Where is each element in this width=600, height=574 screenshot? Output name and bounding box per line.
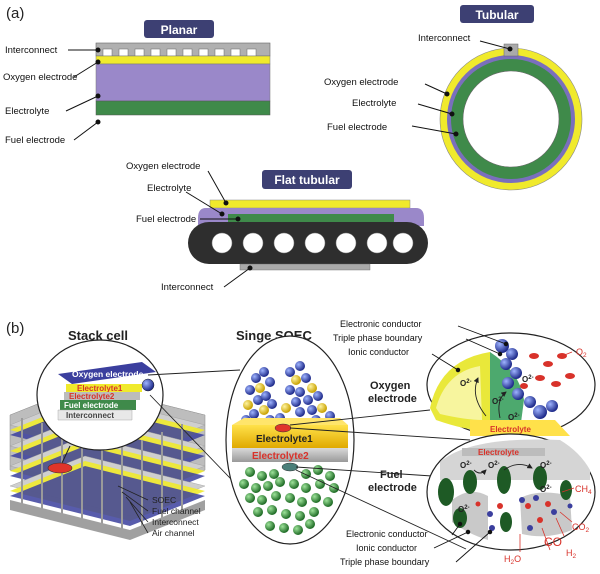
fuel-electronic-label: Electronic conductor: [346, 529, 428, 539]
fuel-molecules: [475, 495, 573, 531]
planar-fuel-layer: [95, 100, 271, 116]
flat-tubular-oxygen-label: Oxygen electrode: [126, 161, 200, 172]
svg-text:O2-: O2-: [508, 413, 520, 422]
fuel-h2-label: H2: [566, 548, 577, 560]
tubular-bore: [462, 70, 560, 168]
zoom-connectors-right: [289, 409, 471, 550]
planar-interconnect-label: Interconnect: [5, 45, 58, 56]
svg-text:O2-: O2-: [460, 461, 472, 470]
tubular-leaders: [411, 40, 513, 137]
oxygen-o2-label: O2: [576, 347, 587, 359]
tubular-title-badge: [460, 5, 534, 23]
oxygen-electrode-detail: Oxygen electrode Electrolyte O2- O2- O2-…: [333, 319, 596, 438]
planar-electrolyte-label: Electrolyte: [5, 106, 49, 117]
panel-a-label: (a): [6, 5, 24, 22]
stack-zoom-fuel-label: Fuel electrode: [64, 401, 119, 410]
stack-cell-title: Stack cell: [68, 328, 128, 343]
fuel-particles: [239, 465, 339, 535]
fuel-arrows: [473, 463, 533, 476]
stack-legend-fuel-channel: Fuel channel: [152, 506, 201, 516]
fuel-h2o-label: H2O: [504, 554, 521, 566]
fuel-green-grains: [438, 466, 572, 532]
planar-oxygen-layer: [95, 55, 271, 65]
stack-legend-soec: SOEC: [152, 495, 176, 505]
single-electrolyte2-label: Electrolyte2: [252, 451, 309, 462]
flat-tubular-fuel-layer: [228, 214, 394, 222]
fuel-electrolyte-label: Electrolyte: [478, 448, 519, 457]
stack-cell: Oxygen electrode Electrolyte1 Electrolyt…: [9, 339, 206, 540]
fuel-side-title-1: Fuel: [380, 469, 403, 481]
tubular-electrolyte-label: Electrolyte: [352, 98, 396, 109]
stack-legend-air-channel: Air channel: [152, 528, 195, 538]
oxygen-electrolyte-band: [470, 420, 570, 436]
tubular-interconnect-label: Interconnect: [418, 33, 471, 44]
oxygen-arrows: [473, 377, 507, 419]
flat-tubular-title-badge: [262, 170, 352, 189]
planar-fuel-label: Fuel electrode: [5, 135, 65, 146]
fuel-ions: O2- O2- O2- O2- O2-: [458, 461, 552, 514]
svg-text:O2-: O2-: [488, 461, 500, 470]
flat-tubular-oxygen-layer: [209, 199, 411, 209]
fuel-tpb-label: Triple phase boundary: [340, 557, 430, 567]
svg-text:O2-: O2-: [460, 379, 472, 388]
svg-text:O2-: O2-: [540, 485, 552, 494]
stack-highlight: [47, 462, 73, 474]
single-soec: Electrolyte1 Electrolyte2: [225, 335, 355, 545]
svg-text:O2-: O2-: [522, 375, 534, 384]
oxygen-ions: O2- O2- O2- O2-: [460, 375, 534, 422]
flat-tubular-interconnect-label: Interconnect: [161, 282, 214, 293]
stack-zoom-oxygen-label: Oxygen electrode: [72, 369, 144, 379]
oxygen-blue-grains: [495, 339, 558, 419]
flat-tubular-interconnect: [239, 263, 371, 271]
svg-text:O2-: O2-: [540, 461, 552, 470]
oxygen-electrolyte-label: Electrolyte: [490, 425, 531, 434]
svg-text:O2-: O2-: [492, 397, 504, 406]
planar-electrolyte-layer: [95, 63, 271, 102]
fuel-side-title-2: electrode: [368, 482, 417, 494]
flat-tubular-leaders: [185, 170, 253, 288]
single-electrolyte1-label: Electrolyte1: [256, 434, 313, 445]
svg-text:O2-: O2-: [458, 505, 470, 514]
oxygen-ionic-label: Ionic conductor: [348, 347, 409, 357]
fuel-electrode-detail: Fuel electrode Electrolyte O2- O2-: [340, 433, 596, 567]
planar-title-badge: [144, 20, 214, 38]
fuel-label-leaders: [433, 521, 493, 563]
fuel-ionic-label: Ionic conductor: [356, 543, 417, 553]
stack-legend-interconnect: Interconnect: [152, 517, 199, 527]
fuel-ch4-label: CH4: [575, 484, 592, 496]
stack-zoom-electrolyte2-label: Electrolyte2: [69, 392, 115, 401]
flat-tubular-electrolyte-label: Electrolyte: [147, 183, 191, 194]
tubular-diagram: Tubular Interconnect Oxygen electrode El…: [324, 5, 583, 191]
tubular-fuel-label: Fuel electrode: [327, 122, 387, 133]
tubular-oxygen-label: Oxygen electrode: [324, 77, 398, 88]
oxygen-electronic-label: Electronic conductor: [340, 319, 422, 329]
flat-tubular-diagram: Flat tubular Oxygen electrode Electrolyt…: [126, 161, 428, 293]
stack-legend-leaders: [117, 485, 149, 534]
flat-tubular-title: Flat tubular: [274, 173, 340, 187]
flat-tubular-channels: [211, 232, 414, 254]
panel-b-label: (b): [6, 320, 24, 337]
oxygen-label-leaders: [431, 325, 509, 373]
fuel-co-label: CO: [544, 535, 562, 549]
planar-diagram: Planar Interconnect Oxygen electrode Ele…: [3, 20, 271, 146]
oxygen-side-title-2: electrode: [368, 393, 417, 405]
fuel-co2-label: CO2: [572, 522, 590, 534]
fuel-product-leaders: [519, 487, 575, 552]
oxygen-side-title-1: Oxygen: [370, 380, 411, 392]
oxygen-particles: [241, 361, 335, 425]
stack-zoom-electrolyte1-label: Electrolyte1: [77, 384, 123, 393]
planar-title: Planar: [161, 23, 198, 37]
flat-tubular-fuel-label: Fuel electrode: [136, 214, 196, 225]
oxygen-tpb-label: Triple phase boundary: [333, 333, 423, 343]
planar-leaders: [65, 47, 101, 141]
stack-zoom-interconnect-label: Interconnect: [66, 411, 114, 420]
tubular-title: Tubular: [475, 8, 518, 22]
planar-oxygen-label: Oxygen electrode: [3, 72, 77, 83]
